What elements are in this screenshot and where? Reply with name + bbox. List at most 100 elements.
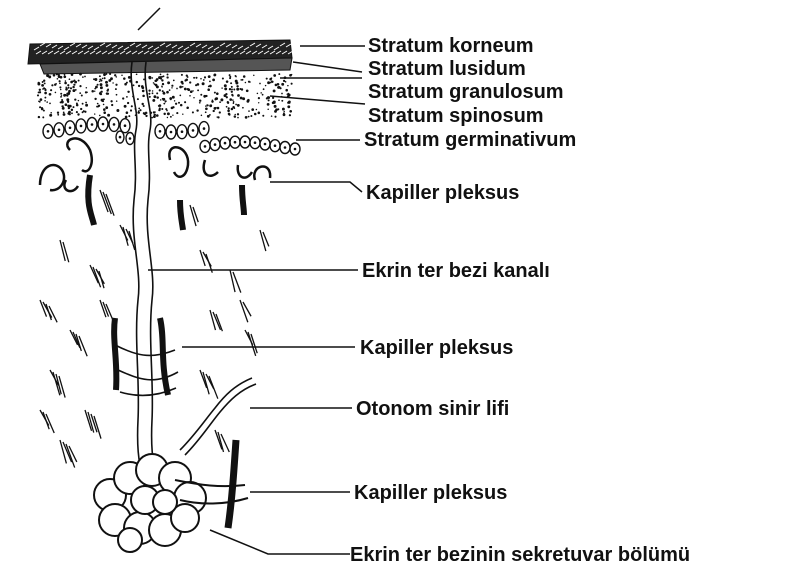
granule-dot — [207, 88, 210, 91]
granule-dot — [159, 89, 161, 91]
granule-dot — [209, 104, 212, 107]
granule-dot — [121, 74, 123, 76]
granule-dot — [131, 105, 133, 107]
granule-dot — [271, 81, 273, 83]
granule-dot — [228, 107, 230, 109]
granule-dot — [289, 74, 292, 77]
granule-dot — [209, 114, 211, 116]
granule-dot — [226, 80, 229, 83]
granule-dot — [207, 104, 209, 106]
granule-dot — [153, 95, 156, 98]
label-stratum-germinativum: Stratum germinativum — [364, 129, 576, 151]
stratum-granulosum-band — [37, 73, 293, 119]
dermis-texture — [40, 190, 269, 468]
granule-dot — [242, 79, 244, 81]
granule-dot — [228, 113, 231, 116]
granule-dot — [60, 101, 62, 103]
granule-dot — [187, 88, 190, 91]
granule-dot — [104, 77, 106, 79]
granule-dot — [171, 85, 173, 87]
granule-dot — [267, 96, 270, 99]
granule-dot — [41, 108, 44, 111]
granule-dot — [200, 94, 202, 96]
granule-dot — [74, 98, 76, 100]
granule-dot — [42, 88, 44, 90]
granule-dot — [161, 79, 163, 81]
granule-dot — [260, 92, 262, 94]
granule-dot — [55, 92, 57, 94]
leader-line-sekretuvar — [210, 530, 350, 554]
granule-dot — [50, 89, 52, 91]
granule-dot — [116, 76, 118, 78]
granule-dot — [277, 83, 280, 86]
granule-dot — [126, 82, 128, 84]
granule-dot — [234, 114, 236, 116]
granule-dot — [115, 88, 117, 90]
granule-dot — [167, 112, 170, 115]
label-kapiller-pleksus-3: Kapiller pleksus — [354, 482, 507, 504]
granule-dot — [84, 76, 86, 78]
granule-dot — [162, 83, 164, 85]
granule-dot — [167, 81, 170, 84]
granule-dot — [50, 112, 52, 114]
granule-dot — [197, 83, 200, 86]
granule-dot — [59, 80, 61, 82]
granule-dot — [91, 90, 94, 93]
label-stratum-spinosum: Stratum spinosum — [368, 105, 544, 127]
label-ekrin-ter-bezi-kanali: Ekrin ter bezi kanalı — [362, 260, 550, 282]
granule-dot — [75, 89, 77, 91]
granule-dot — [267, 103, 270, 106]
spinosum-cell-nucleus — [91, 123, 94, 126]
germinativum-cell-nucleus — [284, 146, 287, 149]
dermis-stroke — [63, 242, 69, 262]
leader-line-spinosum — [270, 96, 365, 104]
granule-dot — [243, 75, 246, 78]
granule-dot — [231, 94, 233, 96]
granule-dot — [49, 114, 52, 117]
granule-dot — [39, 106, 41, 108]
granule-dot — [237, 104, 240, 107]
granule-dot — [37, 94, 39, 96]
granule-dot — [57, 112, 59, 114]
granule-dot — [167, 117, 168, 118]
granule-dot — [133, 84, 135, 86]
granule-dot — [163, 103, 165, 105]
germinativum-cell-nucleus — [224, 142, 227, 145]
spinosum-cell-nucleus — [124, 124, 127, 127]
granule-dot — [143, 105, 145, 107]
germinativum-cell-nucleus — [294, 148, 297, 151]
granule-dot — [110, 77, 113, 80]
granule-dot — [189, 81, 191, 83]
dermal-papillae — [40, 138, 270, 230]
granule-dot — [193, 77, 195, 79]
granule-dot — [136, 81, 138, 83]
granule-dot — [281, 83, 284, 86]
granule-dot — [79, 73, 82, 76]
granule-dot — [65, 80, 67, 82]
granule-dot — [56, 73, 58, 75]
granule-dot — [263, 88, 265, 90]
granule-dot — [67, 87, 69, 89]
granule-dot — [65, 86, 67, 88]
granule-dot — [94, 113, 95, 114]
granule-dot — [44, 100, 46, 102]
granule-dot — [156, 115, 158, 117]
granule-dot — [116, 94, 118, 96]
granule-dot — [153, 82, 155, 84]
granule-dot — [209, 81, 211, 83]
granule-dot — [84, 111, 86, 113]
granule-dot — [272, 97, 274, 99]
granule-dot — [192, 111, 194, 113]
granule-dot — [265, 85, 266, 86]
spinosum-cell-nucleus — [192, 129, 195, 132]
granule-dot — [57, 114, 59, 116]
granule-dot — [246, 100, 249, 103]
granule-dot — [67, 101, 69, 103]
granule-dot — [236, 88, 239, 91]
granule-dot — [262, 94, 264, 96]
granule-dot — [205, 107, 208, 110]
granule-dot — [94, 90, 95, 91]
granule-dot — [39, 89, 41, 91]
granule-dot — [103, 73, 106, 76]
